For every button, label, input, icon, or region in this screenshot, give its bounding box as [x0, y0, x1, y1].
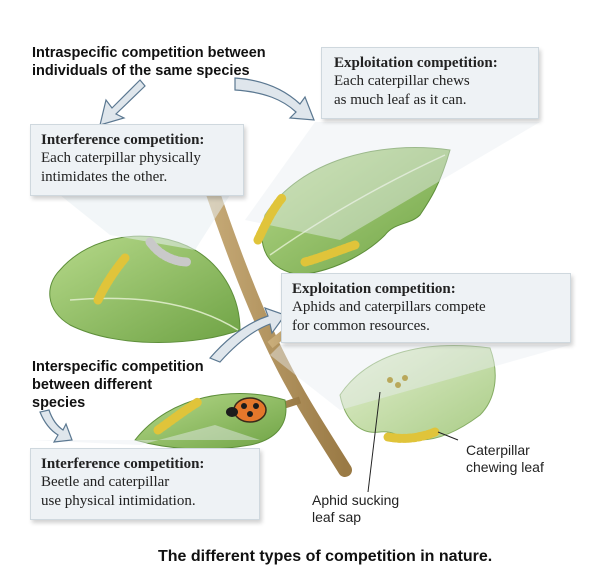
leaf-right-pale	[339, 345, 496, 441]
caterpillar-icon	[253, 193, 287, 245]
aphid-label: Aphid sucking leaf sap	[312, 492, 400, 525]
caterpillar-icon	[300, 240, 360, 267]
aphid-pointer-line	[367, 391, 381, 493]
caterpillar-pointer-line	[437, 431, 459, 441]
aphid-icon	[387, 375, 408, 388]
interference-competition-box-top: Interference competition: Each caterpill…	[30, 124, 244, 196]
figure-caption: The different types of competition in na…	[158, 548, 493, 565]
intraspecific-heading: Intraspecific competition between indivi…	[32, 45, 266, 79]
arrow-to-interference-bottom-icon	[39, 409, 73, 443]
plant-stem	[193, 148, 352, 477]
caterpillar-icon	[145, 237, 193, 267]
arrow-to-exploitation-top-icon	[234, 77, 315, 121]
caterpillar-icon	[383, 427, 440, 443]
arrow-to-interference-top-icon	[99, 79, 146, 126]
interspecific-heading: Interspecific competition between differ…	[32, 359, 204, 411]
beetle-icon	[226, 397, 267, 423]
caterpillar-icon	[153, 397, 203, 435]
exploitation-competition-box-mid: Exploitation competition: Aphids and cat…	[281, 273, 571, 343]
caterpillar-icon	[93, 253, 130, 305]
interference-competition-box-bottom: Interference competition: Beetle and cat…	[30, 448, 260, 520]
leaf-left	[49, 235, 241, 343]
caterpillar-label: Caterpillar chewing leaf	[466, 442, 544, 475]
exploitation-competition-box-top: Exploitation competition: Each caterpill…	[321, 47, 539, 119]
